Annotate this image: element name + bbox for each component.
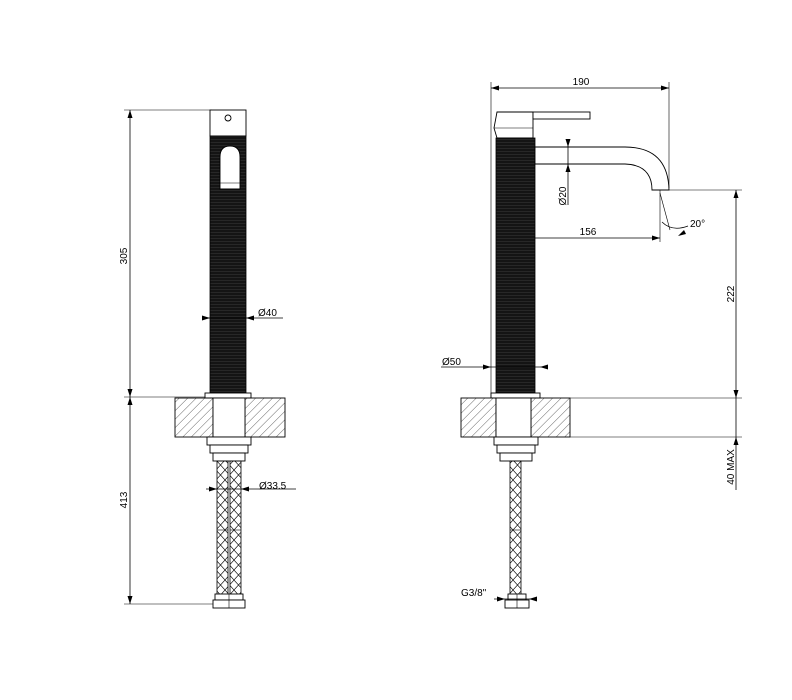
front-hose-diameter-label: Ø33.5: [259, 481, 287, 492]
side-lever-handle: [532, 111, 591, 120]
side-total-width-dimension: 190: [490, 77, 670, 398]
side-deck-thickness-label: 40 MAX: [726, 449, 737, 485]
side-lever: [493, 111, 534, 139]
side-spout-diameter-label: Ø20: [558, 186, 569, 205]
front-view: 305 413 Ø40: [119, 109, 296, 609]
side-deck-right: [530, 397, 571, 438]
front-nut: [206, 436, 252, 446]
front-shank: [212, 397, 246, 438]
front-base-ring: [204, 392, 252, 399]
front-hose-diameter-dimension: Ø33.5: [206, 481, 296, 492]
side-base-diameter-label: Ø50: [442, 357, 461, 368]
side-base-diameter-dimension: Ø50: [441, 357, 548, 370]
front-spout-opening: [219, 145, 241, 190]
side-base-ring: [490, 392, 541, 399]
side-total-width-label: 190: [573, 77, 590, 88]
side-spout-angle-label: 20°: [690, 219, 705, 230]
side-spout-height-label: 222: [726, 285, 737, 302]
front-height-upper-dimension: 305: [119, 109, 212, 398]
front-lever-hole: [224, 114, 232, 122]
front-hose-right: [229, 460, 242, 597]
side-hose: [509, 460, 522, 597]
side-spout-reach-label: 156: [580, 227, 597, 238]
front-hose-left: [216, 460, 229, 597]
front-body-diameter-dimension: Ø40: [202, 308, 283, 321]
side-spout-angle-dimension: 20°: [659, 192, 705, 236]
front-deck-right: [244, 397, 286, 438]
side-shank: [495, 397, 532, 438]
side-deck-thickness-dimension: 40 MAX: [726, 398, 739, 490]
side-view: 190 Ø20 156 20°: [441, 77, 742, 609]
front-lever-cap: [209, 109, 247, 137]
front-body-diameter-label: Ø40: [258, 308, 277, 319]
side-nut: [493, 436, 539, 446]
side-spout-height-dimension: 222: [669, 189, 742, 398]
front-deck-left: [174, 397, 214, 438]
side-spout-reach-dimension: 156: [535, 190, 661, 242]
side-connection-thread-label: G3/8": [461, 588, 487, 599]
side-spout-diameter-dimension: Ø20: [558, 139, 571, 205]
side-body: [495, 137, 536, 394]
front-height-upper-label: 305: [119, 247, 130, 264]
side-spout: [534, 146, 670, 191]
side-deck-left: [460, 397, 497, 438]
side-connection-thread-dimension: G3/8": [461, 588, 537, 602]
front-height-lower-dimension: 413: [119, 397, 215, 605]
front-height-lower-label: 413: [119, 491, 130, 508]
